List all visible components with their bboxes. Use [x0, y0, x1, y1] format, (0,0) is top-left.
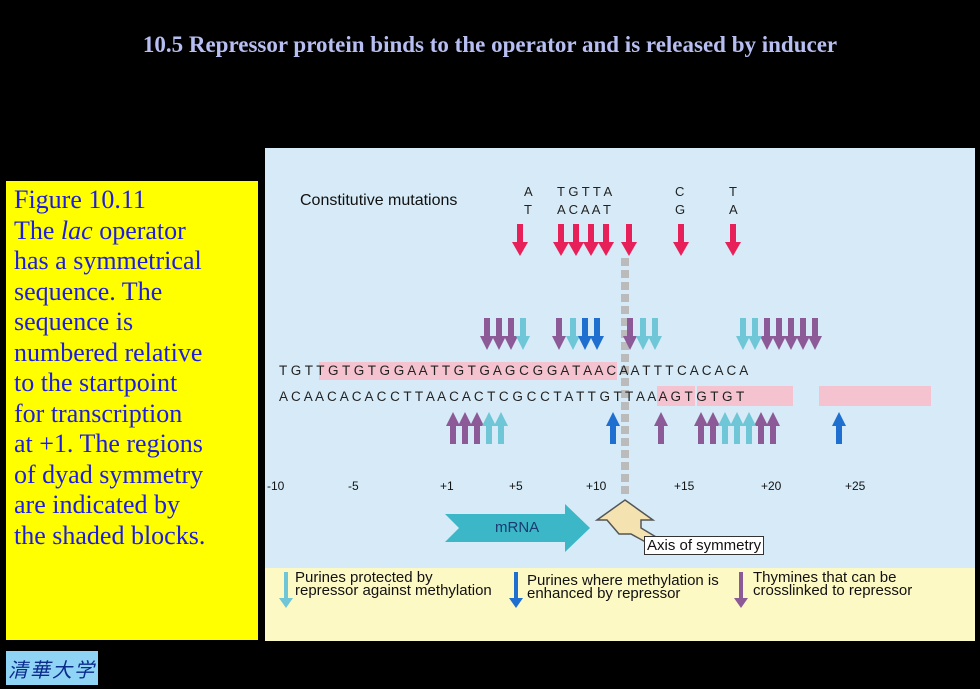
legend-enhanced: Purines where methylation is enhanced by…	[527, 572, 719, 602]
caption-line: for transcription	[14, 398, 183, 428]
caption-line: to the startpoint	[14, 368, 178, 397]
pos-plus15: +15	[674, 479, 695, 493]
top-strand-arrows	[480, 318, 822, 350]
lac-operator-figure: Constitutive mutations A T G T T A C T T…	[265, 148, 975, 641]
mutation-bottom-1: T	[524, 202, 532, 217]
caption-line: The lac operator	[14, 215, 186, 245]
caption-line: of dyad symmetry	[14, 459, 204, 489]
axis-of-symmetry-label: Axis of symmetry	[644, 536, 765, 555]
mutation-arrows	[512, 224, 741, 256]
pos-plus1: +1	[440, 479, 454, 493]
mutation-top-4: T	[729, 184, 737, 199]
pos-plus25: +25	[845, 479, 866, 493]
mutation-bottom-3: G	[675, 202, 686, 217]
university-logo: 清華大学	[6, 651, 98, 685]
caption-line: the shaded blocks.	[14, 520, 206, 550]
slide-title: 10.5 Repressor protein binds to the oper…	[142, 32, 838, 57]
caption-line: at +1. The regions	[14, 429, 203, 458]
bottom-strand: A C A A C A C A C C T T A A C A C T C G …	[279, 389, 745, 404]
caption-line: has a symmetrical	[14, 246, 202, 275]
figure-caption: Figure 10.11 The lac operator has a symm…	[6, 181, 258, 640]
mrna-label: mRNA	[495, 519, 540, 536]
caption-line: are indicated by	[14, 490, 181, 519]
mutations-label: Constitutive mutations	[300, 192, 458, 209]
legend-thymines: Thymines that can be crosslinked to repr…	[753, 569, 913, 599]
mutation-top-2: T G T T A	[557, 184, 613, 199]
operator-diagram	[279, 224, 931, 608]
legend-protected: Purines protected by repressor against m…	[295, 569, 492, 599]
mutation-bottom-4: A	[729, 202, 738, 217]
caption-line: numbered relative	[14, 337, 203, 367]
pos-plus20: +20	[761, 479, 782, 493]
caption-line: sequence is	[14, 307, 134, 336]
pos-plus5: +5	[509, 479, 523, 493]
bottom-strand-arrows	[446, 412, 846, 444]
mutation-top-3: C	[675, 184, 685, 199]
top-strand: T G T T G T G T G G A A T T G T G A G C …	[279, 363, 749, 378]
legend-band	[265, 568, 975, 641]
pos-minus10: -10	[267, 479, 285, 493]
mutation-top-1: A	[524, 184, 533, 199]
mutation-bottom-2: A C A A T	[557, 202, 611, 217]
legend-bars	[279, 572, 748, 608]
symmetry-shading	[319, 362, 931, 406]
caption-line: sequence. The	[14, 276, 163, 306]
pos-plus10: +10	[586, 479, 607, 493]
pos-minus5: -5	[348, 479, 359, 493]
mrna-arrow	[445, 504, 590, 552]
caption-line: Figure 10.11	[14, 185, 146, 214]
